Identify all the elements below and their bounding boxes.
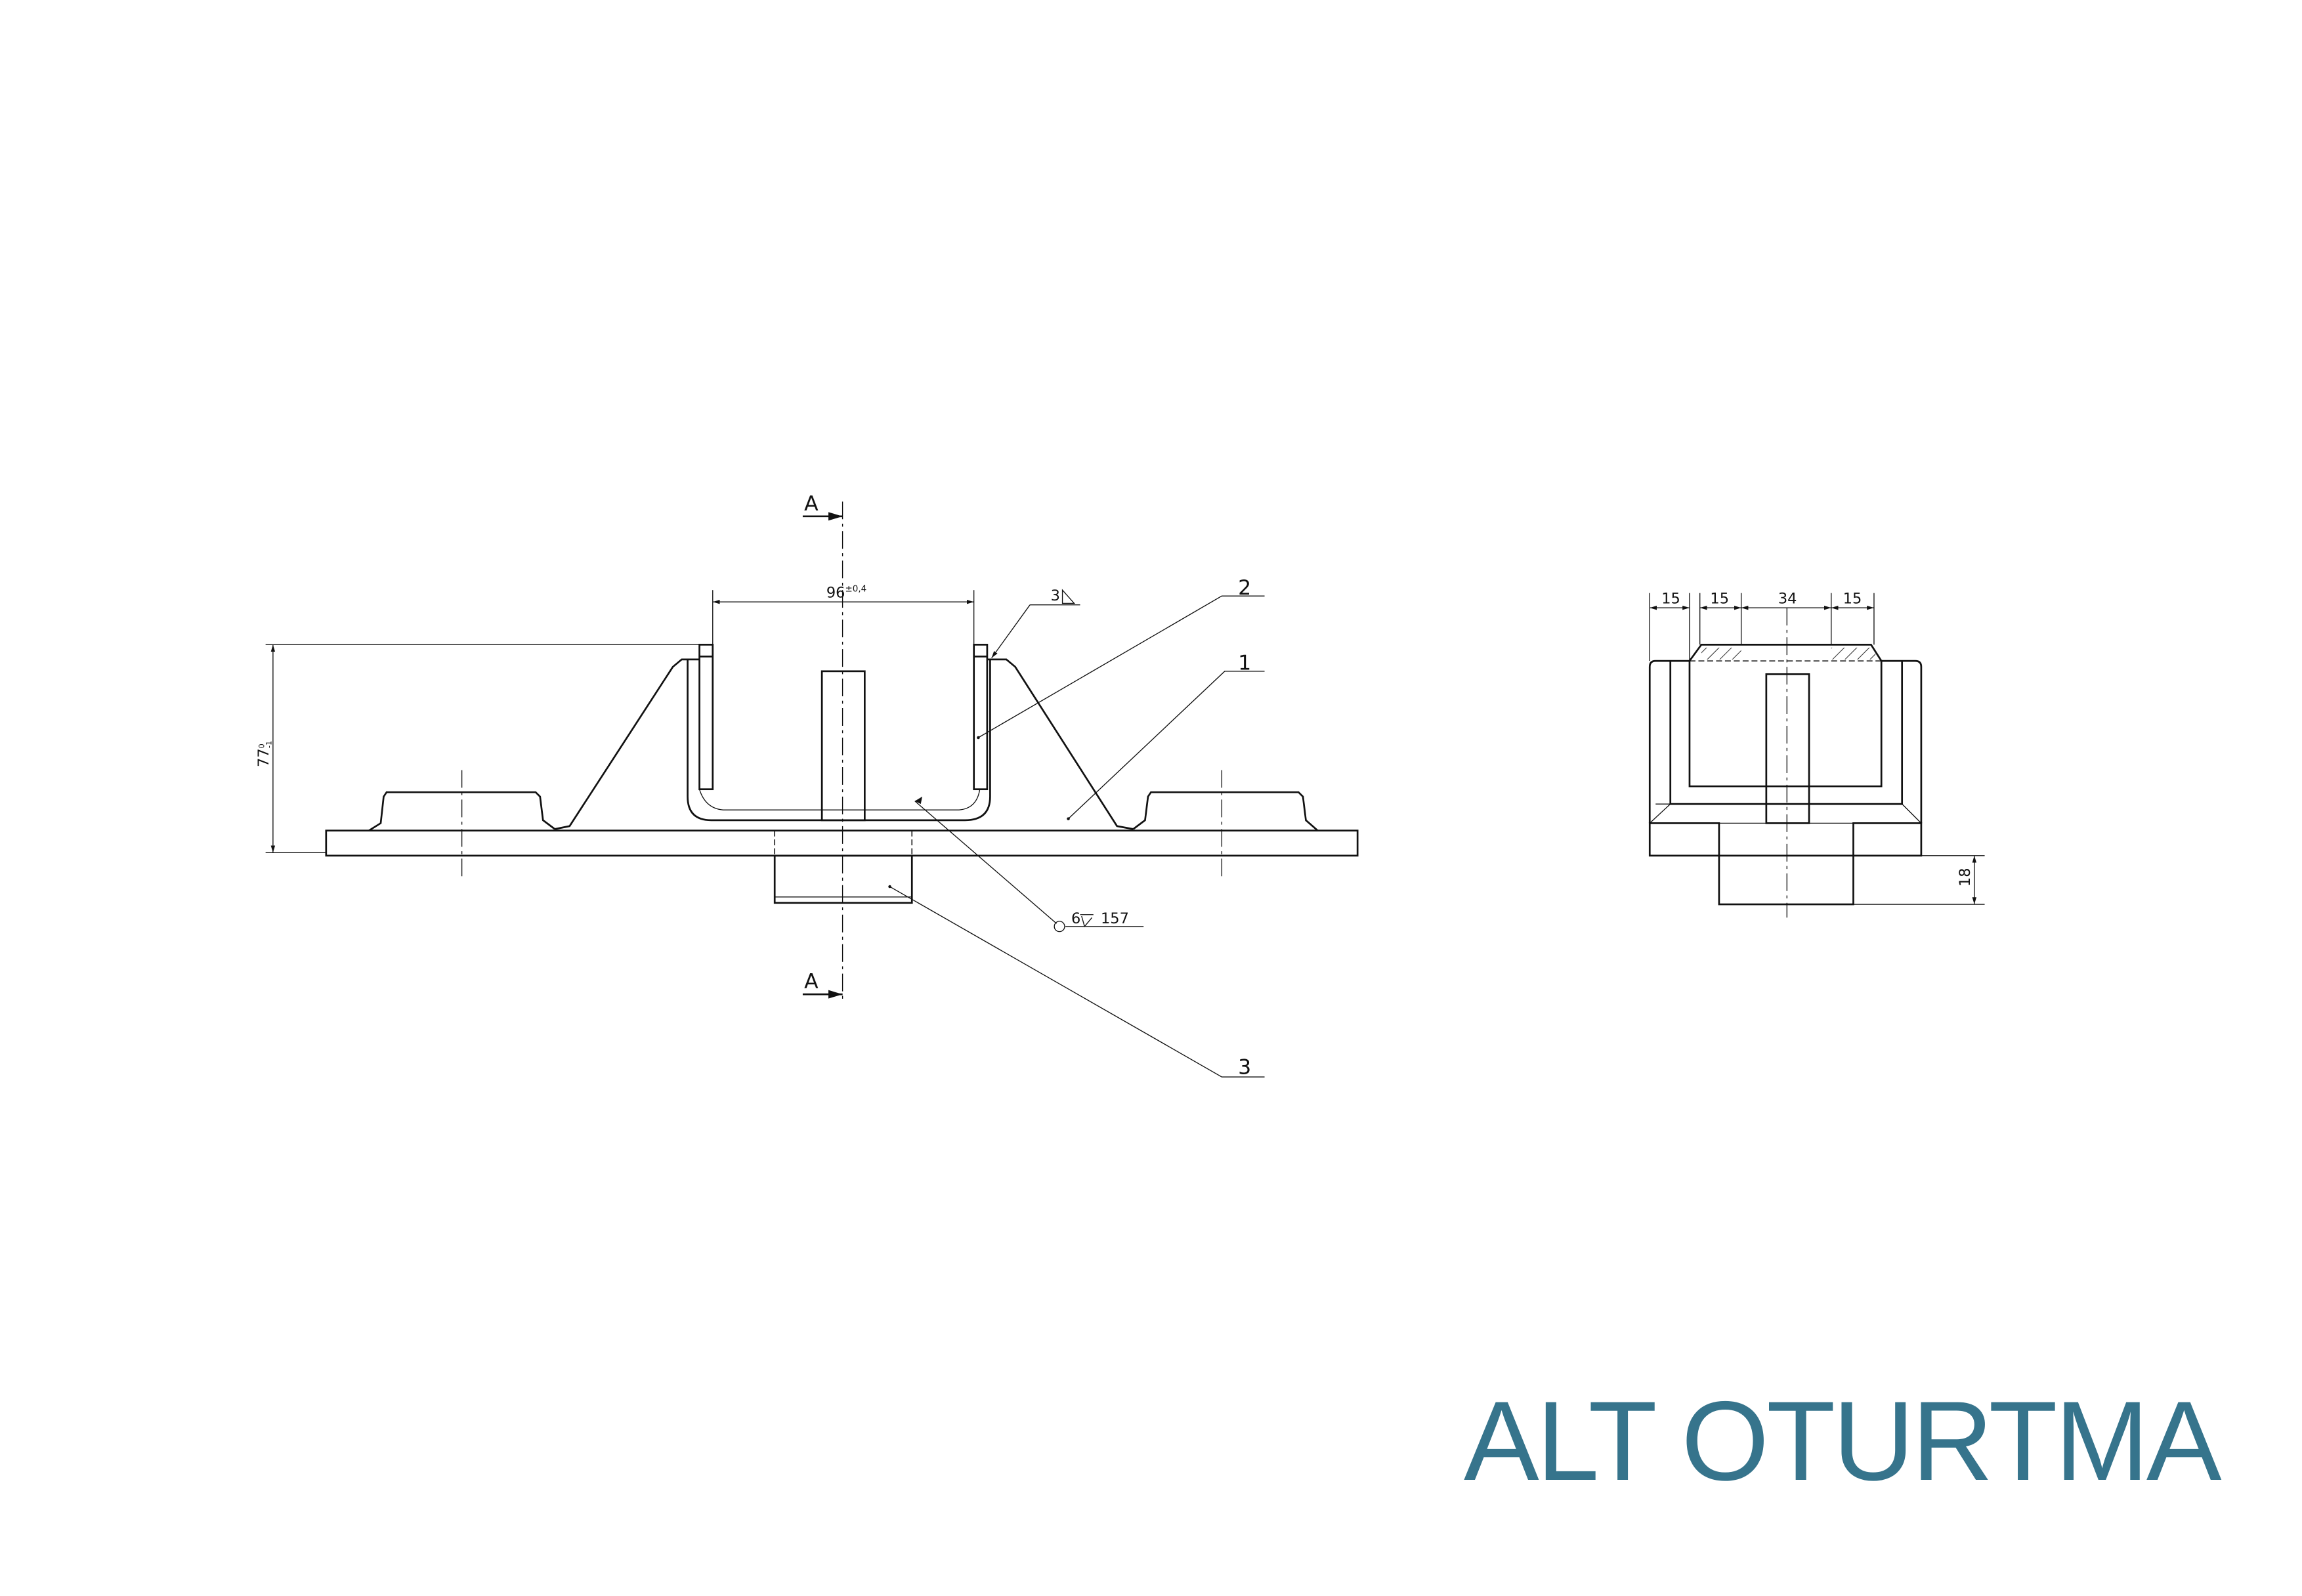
hatched-right	[1852, 822, 1923, 857]
right-wing	[987, 658, 1134, 830]
dim-side-height: 18	[1957, 868, 1974, 887]
section-view: 15 15 34 15 18	[1648, 590, 1985, 918]
u-channel-outer	[687, 659, 991, 822]
base-plate	[325, 830, 1359, 857]
dim-top-2: 15	[1710, 590, 1729, 607]
right-plate	[973, 644, 989, 791]
dim-width: 96±0,4	[826, 583, 866, 601]
dim-top-1: 15	[1661, 590, 1680, 607]
dim-top-3: 34	[1778, 590, 1797, 607]
outer-frame	[1648, 660, 1923, 824]
part-label-3: 3	[1238, 1056, 1251, 1080]
right-boss	[1132, 791, 1319, 831]
side-pin	[1765, 673, 1810, 824]
weld-all-around-icon	[1054, 921, 1065, 933]
side-bottom-boss	[1718, 854, 1854, 906]
weld-size: 6	[1071, 910, 1080, 927]
bottom-boss	[773, 854, 913, 904]
left-plate	[698, 644, 714, 791]
part-label-1: 1	[1238, 652, 1251, 675]
weld-length: 157	[1101, 910, 1129, 927]
section-label-top: A	[804, 492, 819, 516]
top-cap	[1688, 644, 1883, 662]
hatched-left	[1648, 822, 1720, 857]
weld-symbol-icon	[1080, 914, 1094, 928]
section-label-bottom: A	[804, 970, 819, 994]
weld-fillet-size: 3	[1051, 587, 1060, 604]
front-view: A A 96±0,4 770-1 3 6 157 2 1 3	[255, 492, 1359, 1080]
dim-top-4: 15	[1843, 590, 1862, 607]
dim-height: 770-1	[255, 741, 273, 767]
left-wing	[554, 658, 700, 830]
left-boss	[368, 791, 556, 831]
part-label-2: 2	[1238, 576, 1251, 600]
u-channel-inner	[698, 789, 981, 810]
center-pin	[821, 670, 866, 822]
drawing-title: ALT OTURTMA	[1464, 1378, 2222, 1504]
